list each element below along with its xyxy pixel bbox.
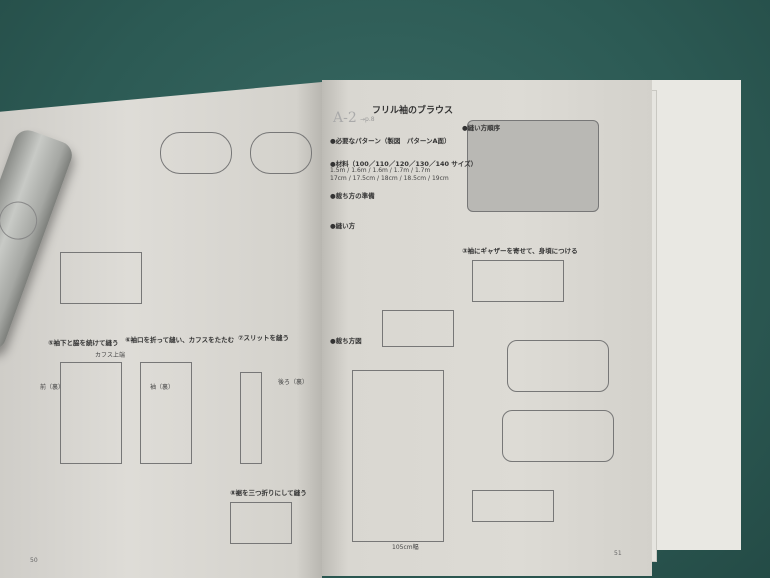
step-label: ③袖にギャザーを寄せて、身頃につける: [462, 247, 578, 255]
page-title: フリル袖のブラウス: [372, 106, 454, 116]
tape-lengths: 17cm / 17.5cm / 18cm / 18.5cm / 19cm: [330, 175, 449, 182]
right-page: ●必要なパターン（製図 パターンA面） ●材料（100／110／120／130／…: [322, 80, 652, 576]
step-label: ⑦スリットを縫う: [238, 334, 290, 342]
label: 後ろ（裏）: [278, 379, 309, 386]
label: カフス上端: [95, 352, 126, 359]
section-heading: ●裁ち方図: [330, 337, 362, 345]
diagram: [507, 340, 609, 392]
page-number: 51: [614, 550, 622, 557]
fabric-width: 105cm幅: [392, 544, 419, 551]
diagram: [230, 502, 292, 544]
section-heading: ●縫い方順序: [462, 124, 501, 132]
section-heading: ●材料（100／110／120／130／140 サイズ）: [330, 160, 478, 168]
diagram: [240, 372, 262, 464]
section-heading: ●必要なパターン（製図 パターンA面）: [330, 137, 451, 145]
label: 袖（裏）: [150, 384, 175, 391]
page-number: 50: [30, 557, 38, 564]
step-label: ⑧裾を三つ折りにして縫う: [230, 489, 307, 497]
diagram: [472, 260, 564, 302]
step-label: ⑥袖口を折って縫い、カフスをたたむ: [125, 336, 235, 344]
diagram: [60, 252, 142, 304]
cutting-layout-diagram: [352, 370, 444, 542]
blouse-illustration: [467, 120, 599, 212]
diagram: [502, 410, 614, 462]
step-label: ⑤袖下と脇を続けて縫う: [48, 339, 119, 347]
pattern-code: A-2: [333, 110, 357, 126]
section-heading: ●縫い方: [330, 222, 356, 230]
page-reference: →p.8: [360, 116, 375, 123]
diagram: [60, 362, 122, 464]
diagram: [250, 132, 312, 174]
diagram: [382, 310, 454, 347]
fabric-lengths: 1.5m / 1.6m / 1.6m / 1.7m / 1.7m: [330, 167, 431, 174]
diagram: [140, 362, 192, 464]
remote-button: [0, 196, 43, 245]
label: 前（裏）: [40, 384, 65, 391]
diagram: [472, 490, 554, 522]
diagram: [160, 132, 232, 174]
section-heading: ●裁ち方の準備: [330, 192, 375, 200]
